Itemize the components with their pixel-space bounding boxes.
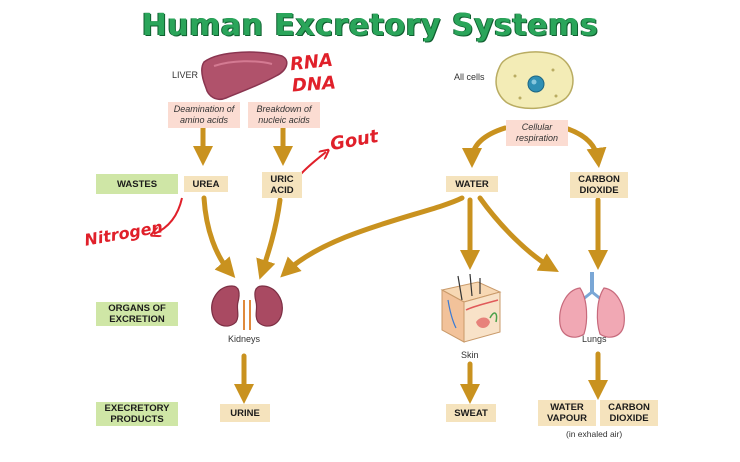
water-vapour-box: WATER VAPOUR bbox=[538, 400, 596, 426]
sweat-box: SWEAT bbox=[446, 404, 496, 422]
handwritten-rna: RNA bbox=[289, 49, 334, 76]
lungs-icon bbox=[559, 272, 625, 338]
cellular-respiration-box: Cellular respiration bbox=[506, 120, 568, 146]
arrow-uric-acid-to-kidneys bbox=[256, 197, 283, 280]
handwritten-arrow-nitrogen bbox=[154, 197, 183, 234]
liver-label: LIVER bbox=[172, 70, 199, 80]
skin-label: Skin bbox=[461, 350, 479, 360]
flow-arrows bbox=[193, 125, 608, 404]
arrow-water-to-lungs bbox=[477, 195, 559, 273]
products-row-label: EXECRETORY PRODUCTS bbox=[96, 402, 178, 426]
arrow-respiration-to-water bbox=[462, 125, 508, 168]
liver-icon bbox=[201, 51, 288, 100]
product-carbon-dioxide-box: CARBON DIOXIDE bbox=[600, 400, 658, 426]
carbon-dioxide-box: CARBON DIOXIDE bbox=[570, 172, 628, 198]
skin-icon bbox=[440, 273, 502, 343]
arrow-water-to-kidneys bbox=[280, 195, 465, 278]
urine-box: URINE bbox=[220, 404, 270, 422]
deamination-box: Deamination of amino acids bbox=[168, 102, 240, 128]
handwritten-arrow-gout bbox=[299, 152, 326, 176]
organs-row-label: ORGANS OF EXCRETION bbox=[96, 302, 178, 326]
cell-icon bbox=[495, 51, 574, 110]
arrow-urea-to-kidneys bbox=[201, 195, 236, 279]
kidneys-label: Kidneys bbox=[228, 334, 261, 344]
arrow-respiration-to-co2 bbox=[562, 125, 607, 168]
kidneys-icon bbox=[211, 285, 283, 330]
lungs-label: Lungs bbox=[582, 334, 607, 344]
all-cells-label: All cells bbox=[454, 72, 485, 82]
uric-acid-box: URIC ACID bbox=[262, 172, 302, 198]
page-title: Human Excretory Systems bbox=[141, 8, 599, 43]
breakdown-box: Breakdown of nucleic acids bbox=[248, 102, 320, 128]
urea-box: UREA bbox=[184, 176, 228, 192]
water-box: WATER bbox=[446, 176, 498, 192]
wastes-row-label: WASTES bbox=[96, 174, 178, 194]
handwritten-dna: DNA bbox=[291, 72, 337, 97]
exhaled-note: (in exhaled air) bbox=[566, 429, 623, 439]
